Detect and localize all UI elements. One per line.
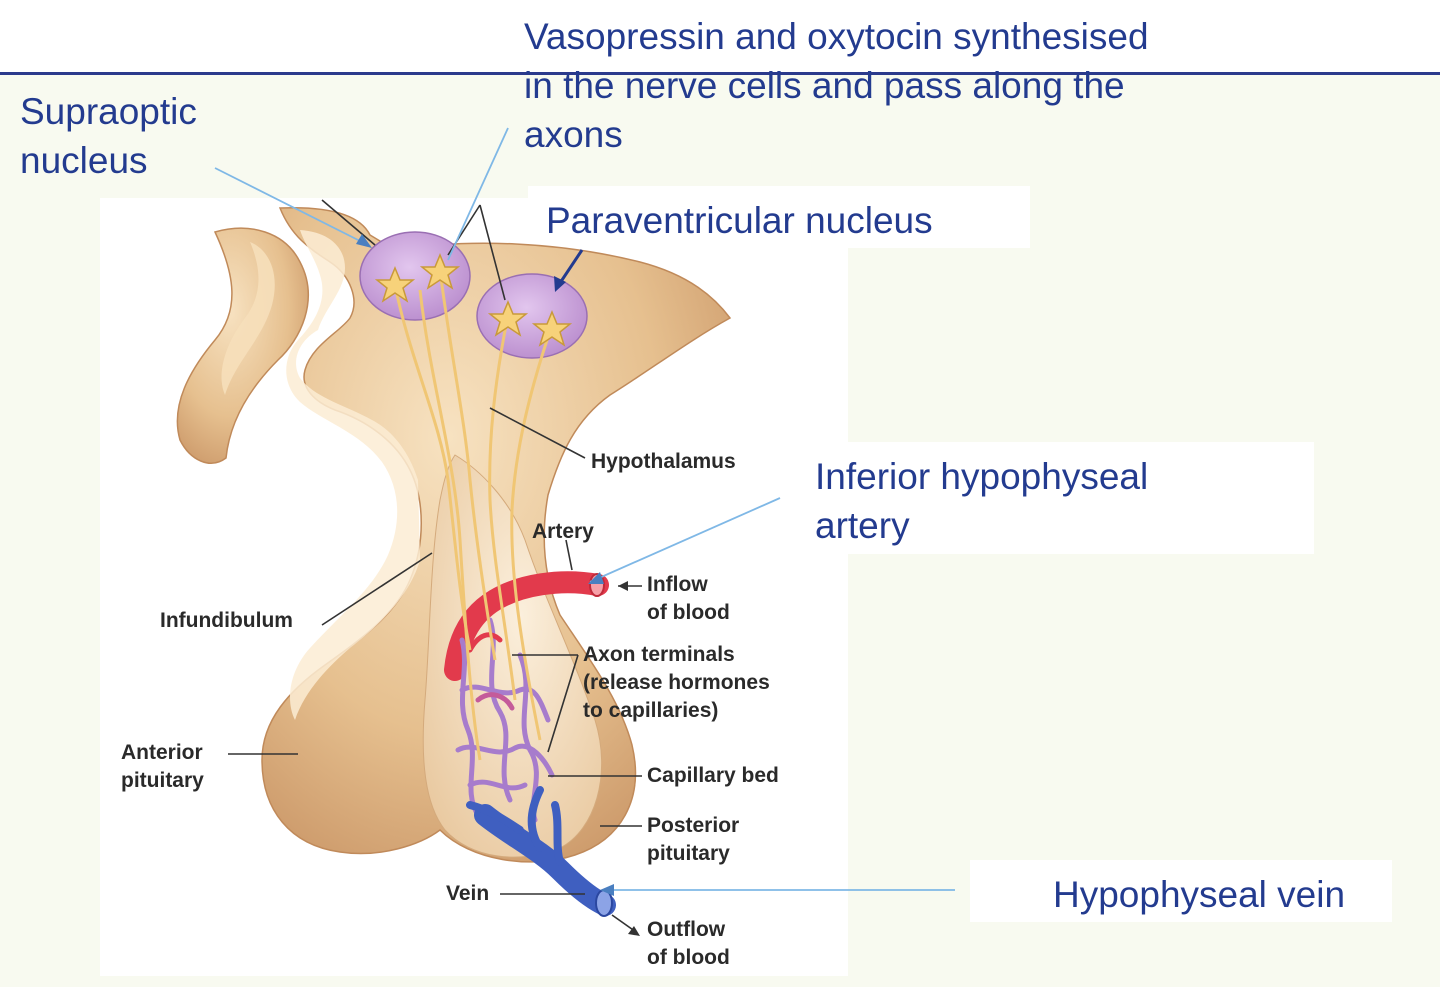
vein-tributaries bbox=[466, 786, 564, 866]
artery-label: Artery bbox=[532, 520, 594, 543]
neuron-cells bbox=[374, 253, 573, 347]
vein-label: Vein bbox=[446, 882, 490, 905]
callout-pointers bbox=[214, 127, 955, 891]
posterior-pituitary-label: Posterior pituitary bbox=[647, 814, 740, 865]
pointer-arrowheads bbox=[356, 234, 614, 896]
hypophyseal-vein-callout: Hypophyseal vein bbox=[1053, 874, 1346, 915]
title-band bbox=[0, 0, 1440, 74]
vein-vessel bbox=[474, 804, 616, 916]
infundibulum-label: Infundibulum bbox=[160, 609, 293, 632]
hypothalamus-label: Hypothalamus bbox=[591, 450, 736, 473]
anterior-pituitary-label: Anterior pituitary bbox=[121, 741, 204, 792]
header-rule bbox=[0, 72, 1440, 75]
outflow-label: Outflow of blood bbox=[647, 918, 730, 969]
inflow-label: Inflow of blood bbox=[647, 573, 730, 624]
paraventricular-callout: Paraventricular nucleus bbox=[546, 200, 933, 241]
hypophyseal-vein-panel bbox=[970, 860, 1392, 922]
leader-arrowheads bbox=[618, 581, 640, 936]
supraoptic-callout: Supraoptic nucleus bbox=[20, 91, 197, 181]
axon-terminals-label: Axon terminals (release hormones to capi… bbox=[583, 643, 770, 722]
leader-lines bbox=[228, 199, 642, 933]
inferior-artery-callout: Inferior hypophyseal artery bbox=[815, 456, 1149, 546]
inferior-artery-panel bbox=[800, 442, 1314, 554]
posterior-lobe bbox=[422, 454, 603, 858]
paraventricular-panel bbox=[528, 186, 1030, 248]
optic-tissue-inner bbox=[221, 242, 275, 395]
vasopressin-callout: Vasopressin and oxytocin synthesised in … bbox=[524, 16, 1149, 155]
capillary-bed-label: Capillary bed bbox=[647, 764, 779, 787]
paraventricular-arrowhead bbox=[554, 276, 566, 292]
hypothalamus-highlight bbox=[286, 230, 420, 720]
axon-bundle bbox=[393, 269, 554, 761]
